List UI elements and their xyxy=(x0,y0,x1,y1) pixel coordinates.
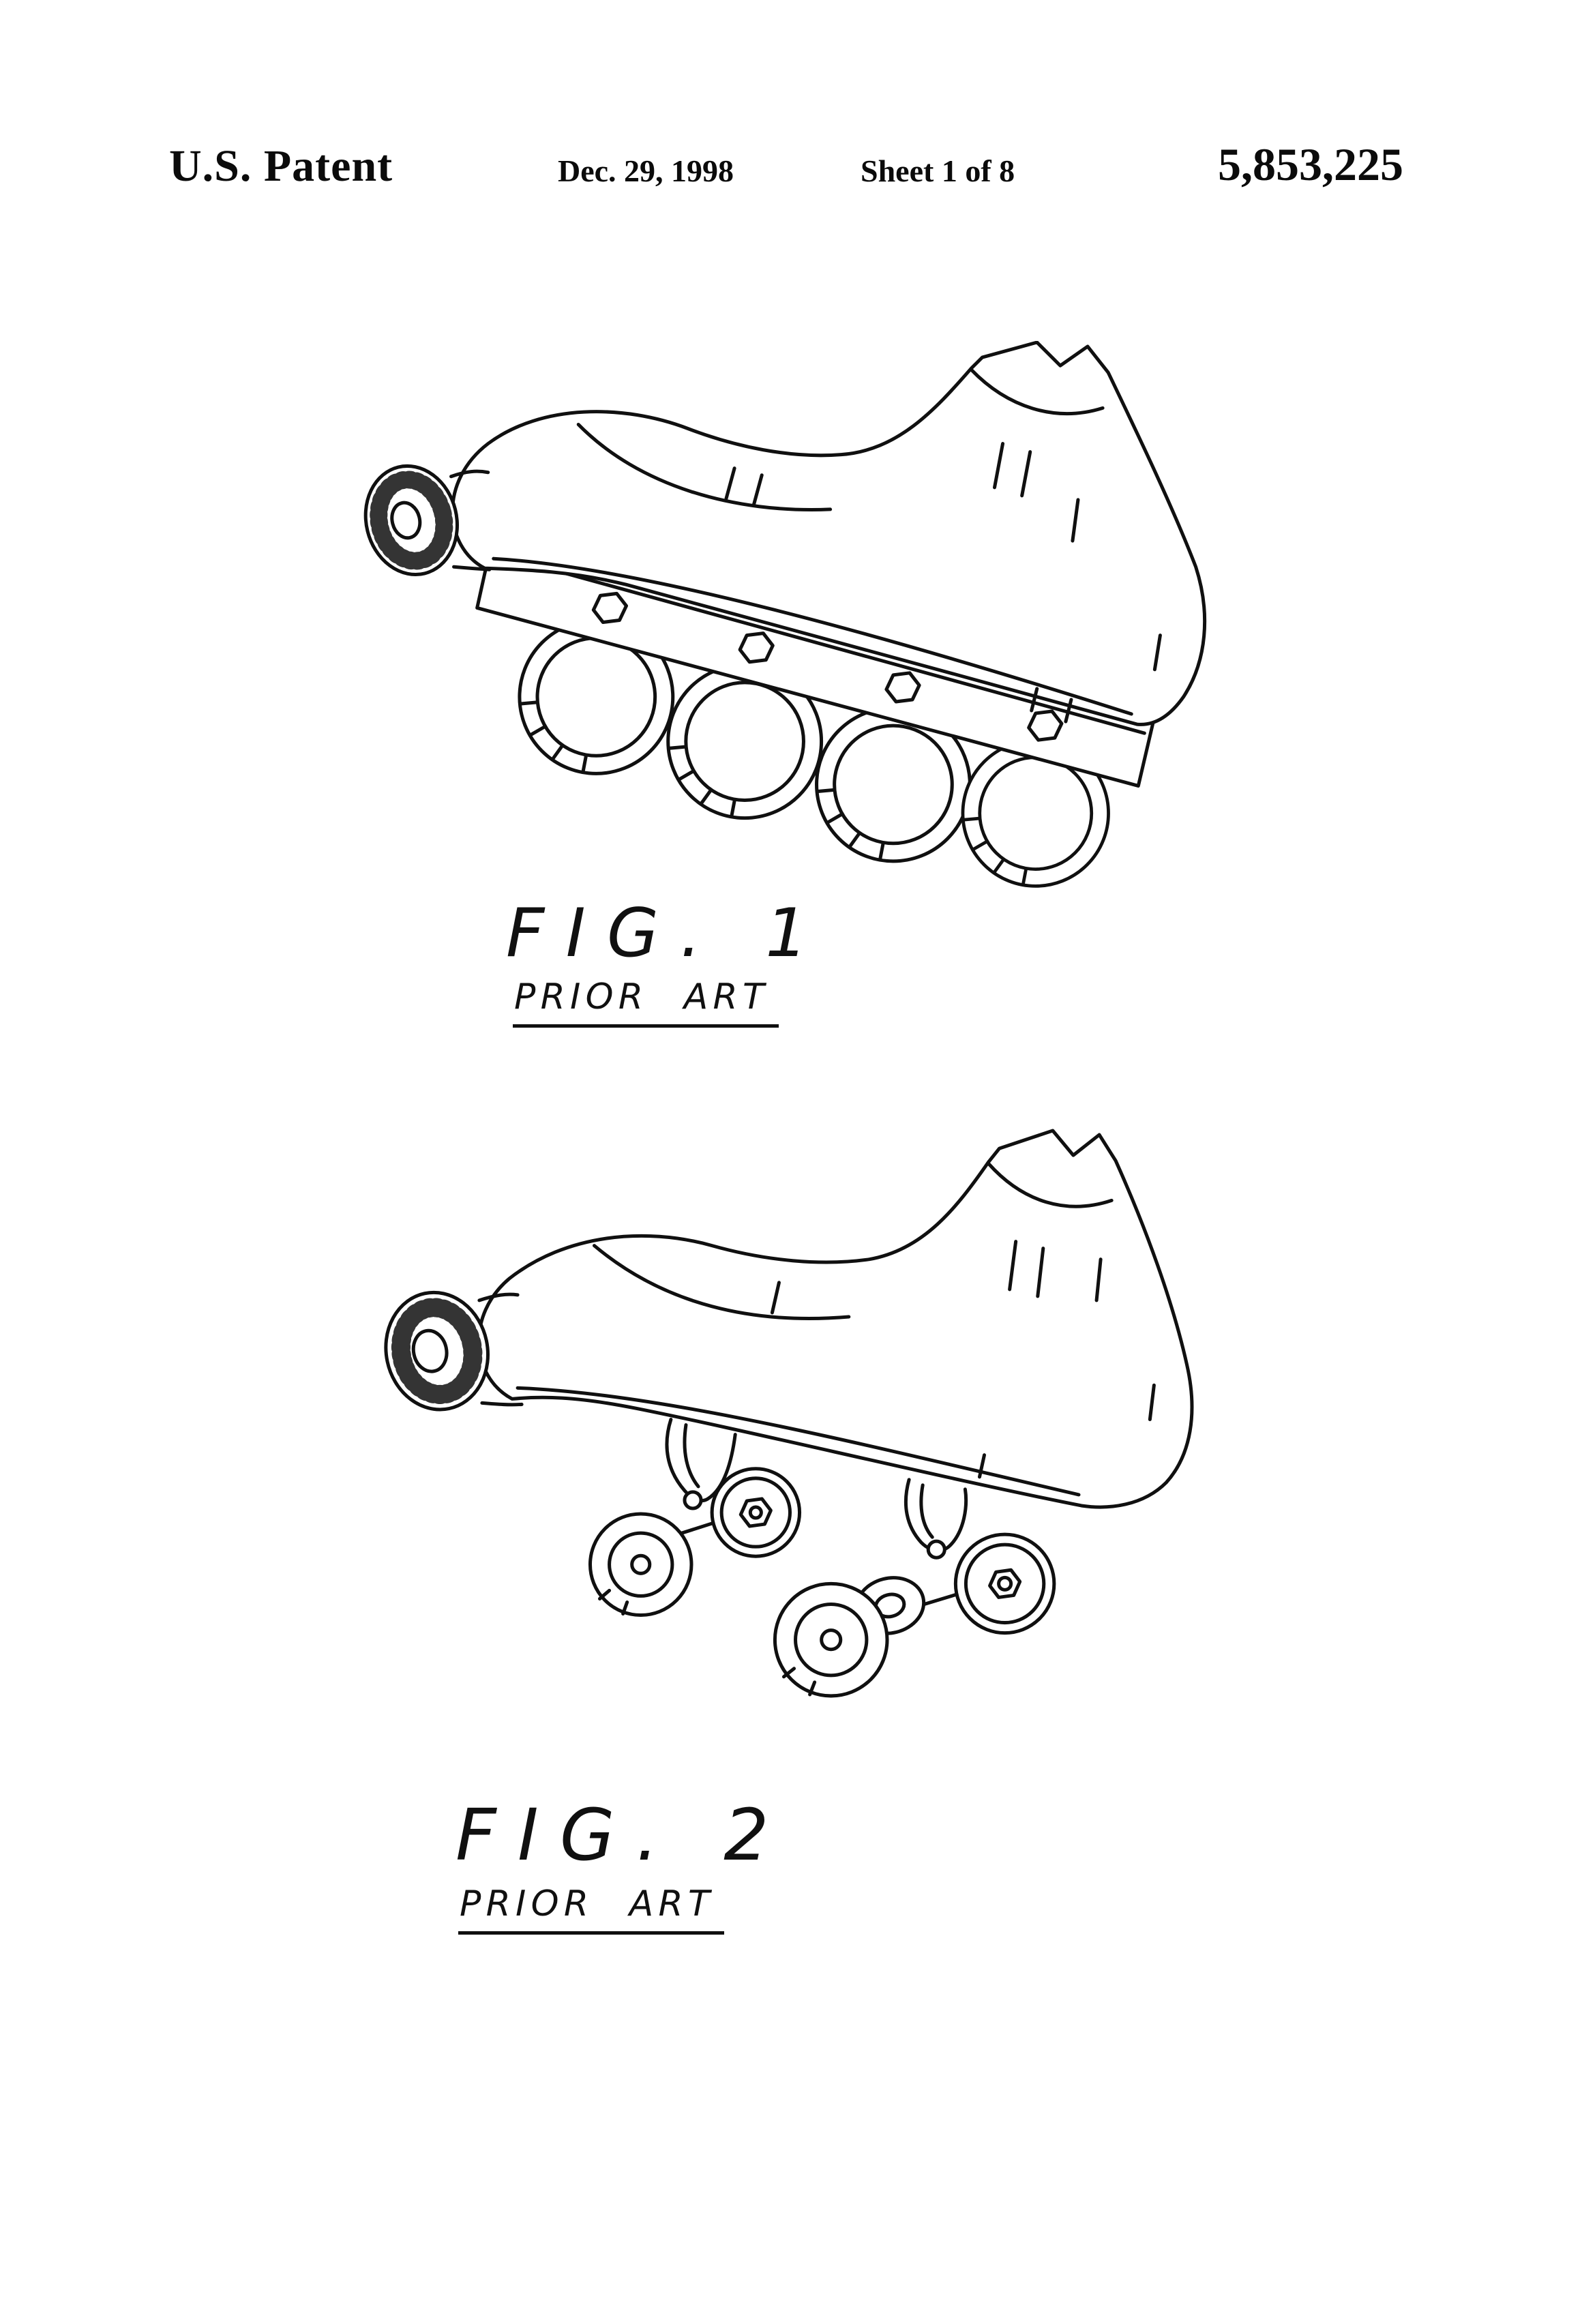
fig1-boot xyxy=(451,341,1207,726)
fig1-inline-skate-drawing xyxy=(363,341,1207,889)
fig2-boot xyxy=(477,1129,1194,1509)
fig2-linework xyxy=(384,1129,1194,1698)
fig1-prior-art-caption: PRIOR ART xyxy=(513,977,779,1028)
fig1-linework xyxy=(363,341,1207,886)
fig2-rear-wheels xyxy=(773,1532,1056,1698)
patent-office-title: U.S. Patent xyxy=(169,141,393,191)
fig2-front-wheels xyxy=(588,1467,802,1618)
fig2-quad-roller-skate-drawing xyxy=(384,1129,1194,1698)
fig1-toe-stop xyxy=(363,464,492,577)
sheet-number: Sheet 1 of 8 xyxy=(861,153,1015,188)
patent-number: 5,853,225 xyxy=(1218,138,1403,190)
fig2-label: FIG. 2 xyxy=(456,1793,790,1877)
patent-date: Dec. 29, 1998 xyxy=(558,153,734,188)
fig2-prior-art-caption: PRIOR ART xyxy=(458,1883,725,1935)
fig2-toe-stop xyxy=(384,1290,524,1412)
fig1-label: FIG. 1 xyxy=(506,895,830,972)
